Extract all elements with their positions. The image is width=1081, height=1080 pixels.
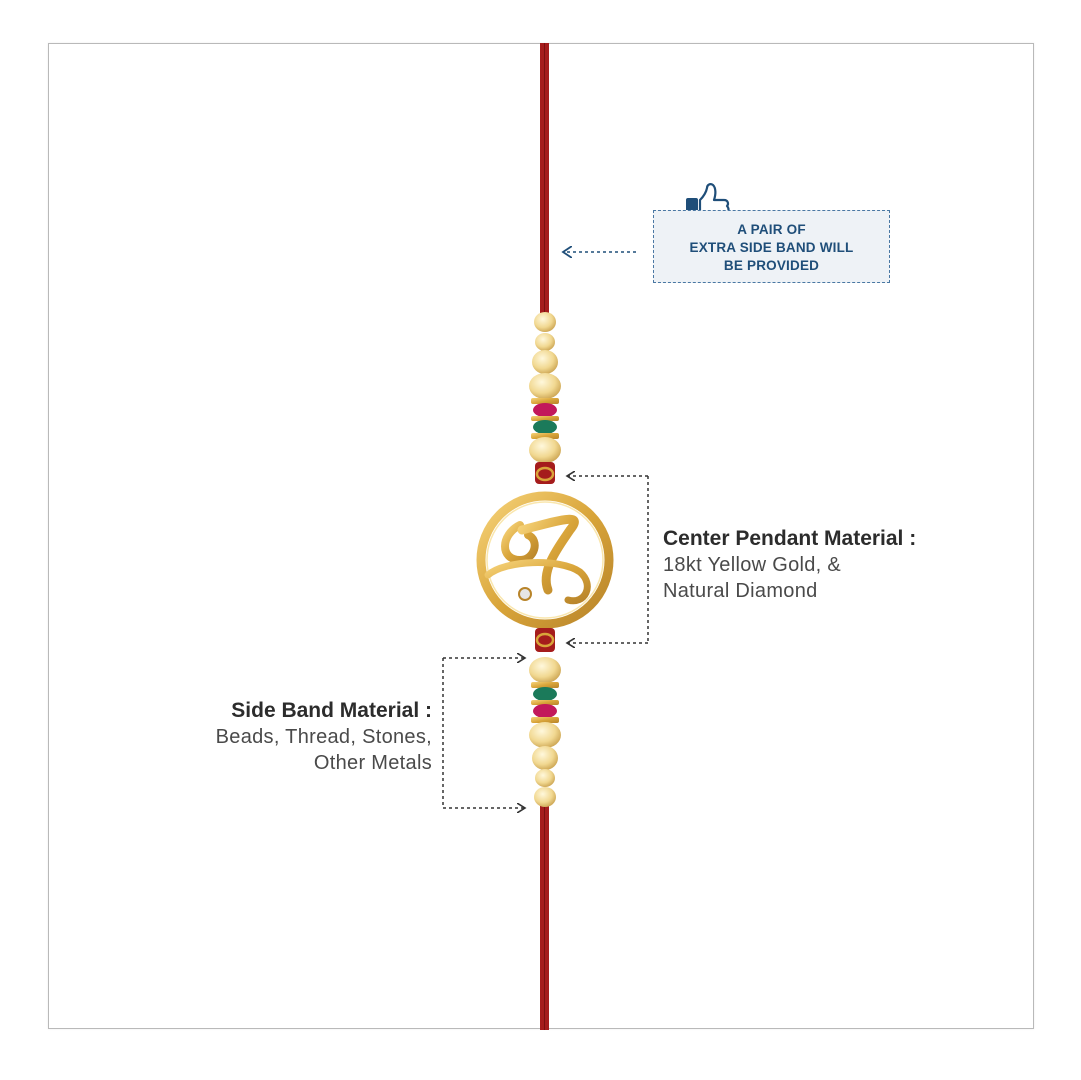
notice-line-1: A PAIR OF — [737, 222, 806, 237]
center-pendant-line-1: 18kt Yellow Gold, & — [663, 554, 842, 576]
center-pendant-bracket — [567, 476, 649, 643]
side-band-bracket — [442, 658, 525, 808]
side-band-line-1: Beads, Thread, Stones, — [215, 726, 432, 748]
notice-line-3: BE PROVIDED — [723, 258, 820, 273]
upper-bead-strand — [529, 312, 561, 484]
side-band-label: Side Band Material : Beads, Thread, Ston… — [216, 698, 432, 776]
center-pendant-line-2: Natural Diamond — [663, 580, 818, 602]
side-band-heading: Side Band Material : — [231, 699, 432, 722]
extra-side-band-notice: A PAIR OF EXTRA SIDE BAND WILL BE PROVID… — [653, 210, 890, 283]
lower-bead-strand — [529, 657, 561, 807]
side-band-line-2: Other Metals — [313, 752, 432, 774]
center-pendant-label: Center Pendant Material : 18kt Yellow Go… — [663, 526, 916, 604]
center-pendant — [476, 491, 614, 652]
notice-line-2: EXTRA SIDE BAND WILL — [689, 240, 854, 255]
center-pendant-heading: Center Pendant Material : — [663, 527, 917, 550]
